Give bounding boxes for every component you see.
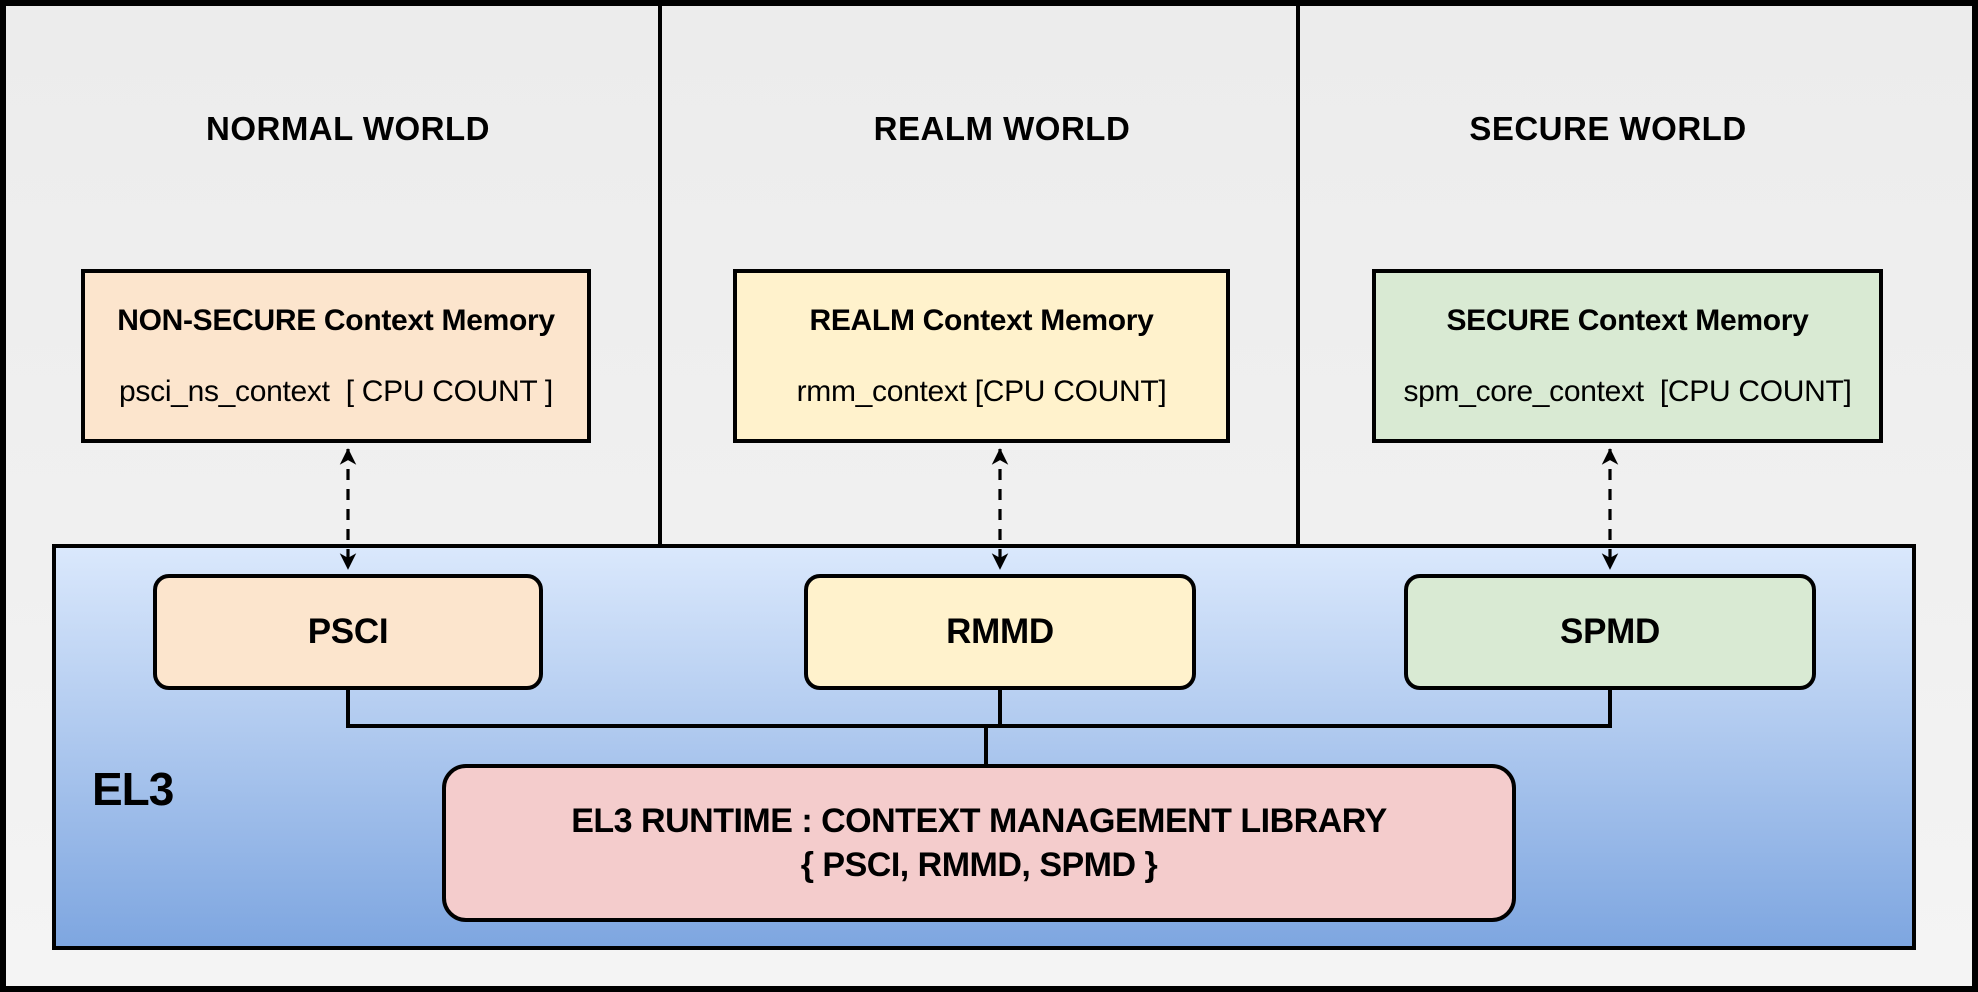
component-box-rmmd: RMMD <box>804 574 1196 690</box>
context-memory-box-nonsecure: NON-SECURE Context Memory psci_ns_contex… <box>81 269 591 443</box>
context-memory-box-secure: SECURE Context Memory spm_core_context [… <box>1372 269 1883 443</box>
component-box-spmd: SPMD <box>1404 574 1816 690</box>
memory-title: NON-SECURE Context Memory <box>117 303 555 337</box>
bus-line-psci-drop <box>346 690 350 728</box>
runtime-library-box: EL3 RUNTIME : CONTEXT MANAGEMENT LIBRARY… <box>442 764 1516 922</box>
bidirectional-arrow-icon-secure <box>1601 448 1619 570</box>
memory-detail: spm_core_context [CPU COUNT] <box>1403 374 1852 408</box>
bus-line-horizontal <box>346 724 1612 728</box>
world-title-normal: NORMAL WORLD <box>205 110 491 147</box>
el3-label: EL3 <box>92 763 174 815</box>
runtime-library-line2: { PSCI, RMMD, SPMD } <box>800 846 1158 884</box>
panel-divider-realm-secure <box>1296 6 1300 544</box>
memory-detail: rmm_context [CPU COUNT] <box>796 374 1167 408</box>
bus-line-runtime-drop <box>984 724 988 768</box>
memory-title: SECURE Context Memory <box>1446 303 1809 337</box>
panel-divider-normal-realm <box>658 6 662 544</box>
bidirectional-arrow-icon-normal <box>339 448 357 570</box>
bus-line-rmmd-drop <box>998 690 1002 728</box>
world-title-realm: REALM WORLD <box>873 110 1131 147</box>
bidirectional-arrow-icon-realm <box>991 448 1009 570</box>
component-box-psci: PSCI <box>153 574 543 690</box>
bus-line-spmd-drop <box>1608 690 1612 728</box>
context-memory-box-realm: REALM Context Memory rmm_context [CPU CO… <box>733 269 1230 443</box>
runtime-library-line1: EL3 RUNTIME : CONTEXT MANAGEMENT LIBRARY <box>571 802 1387 840</box>
memory-detail: psci_ns_context [ CPU COUNT ] <box>119 374 553 408</box>
memory-title: REALM Context Memory <box>809 303 1154 337</box>
world-title-secure: SECURE WORLD <box>1469 110 1747 147</box>
